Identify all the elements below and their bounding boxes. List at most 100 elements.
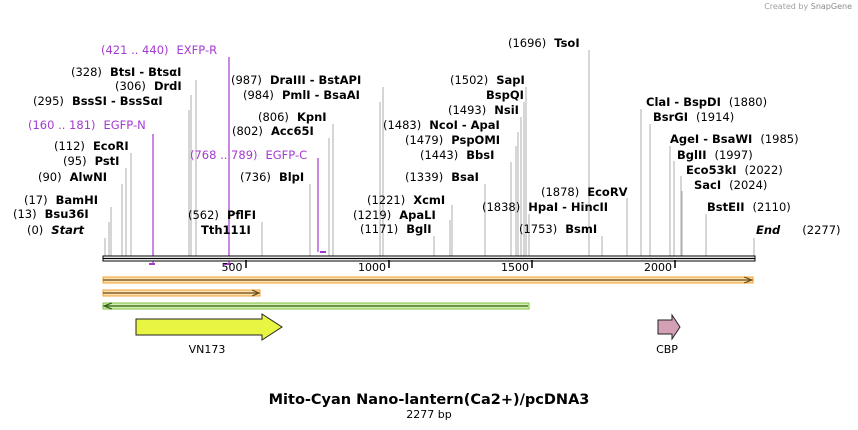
site-name: Bsu36I [45,207,89,221]
site-label-bsteii: BstEII (2110) [707,200,791,214]
site-pos: (1443) [420,148,458,162]
feature-cbp-label: CBP [656,343,678,356]
map-subtitle: 2277 bp [406,408,451,421]
site-label-sapi: (1502) SapI [450,73,525,87]
site-name: PflFI [227,208,256,222]
site-label-pflfi: (562) PflFI [188,208,256,222]
site-name: SacI [694,178,721,192]
site-pos: (1339) [405,170,443,184]
site-pos: (1880) [729,95,767,109]
site-name: BglI [406,222,431,236]
site-name: NcoI - ApaI [429,118,500,132]
site-name: BssSI - BssSαI [72,94,163,108]
site-name: BbsI [466,148,494,162]
site-label-tth111i: Tth111I [201,223,251,237]
site-label-kpni: (806) KpnI [258,110,327,124]
ruler-label-500: 500 [222,261,243,274]
primer-pos: (421 .. 440) [101,43,169,57]
site-label-pmli: (984) PmlI - BsaAI [243,88,360,102]
site-label-bsai: (1339)BsaI [405,170,479,184]
site-label-start: (0) Start [27,223,85,237]
site-label-ecorv: (1878)EcoRV [541,185,628,199]
site-name: Start [51,223,84,237]
site-labels: (0)Start (13)Bsu36I (17)BamHI (90)AlwNI … [13,36,841,237]
site-label-ncoi: (1483) NcoI - ApaI [383,118,500,132]
primer-label-egfp-n: (160 .. 181)EGFP-N [28,118,146,132]
site-label-xcmi: (1221)XcmI [367,193,445,207]
site-pos: (306) [115,79,146,93]
primer-pos: (768 .. 789) [190,148,258,162]
site-name: BglII [677,148,707,162]
site-pos: (1502) [450,73,488,87]
site-name: BlpI [279,170,304,184]
site-pos: (1753) [519,222,557,236]
site-pos: (90) [38,170,62,184]
site-name: End [756,223,781,237]
feature-vn173-label: VN173 [189,343,226,356]
site-name: SapI [496,73,525,87]
site-name: PspOMI [451,133,500,147]
site-label-bsu36i: (13)Bsu36I [13,207,89,221]
site-label-drdi: (306)DrdI [115,79,182,93]
site-pos: (2110) [753,200,791,214]
site-name: BamHI [56,193,98,207]
site-label-hpai: (1838) HpaI - HincII [482,200,608,214]
site-pos: (2024) [729,178,767,192]
site-pos: (736) [240,170,271,184]
site-pos: (1219) [353,208,391,222]
site-pos: (1985) [760,132,798,146]
site-name: HpaI - HincII [528,200,608,214]
site-pos: (1171) [360,222,398,236]
site-pos: (0) [27,223,43,237]
site-label-tsoi: (1696)TsoI [508,36,580,50]
site-pos: (987) [231,73,262,87]
site-lines [104,50,755,257]
site-label-clai: ClaI - BspDI (1880) [646,95,767,109]
site-pos: (95) [63,154,87,168]
site-name: DraIII - BstAPI [270,73,361,87]
site-name: AgeI - BsaWI [670,132,752,146]
site-name: BsrGI [653,110,688,124]
ruler-label-1500: 1500 [501,261,529,274]
site-pos: (2022) [745,163,783,177]
primer-name: EGFP-C [266,148,308,162]
site-label-bgli: (1171) BglI [360,222,431,236]
primer-label-exfp-r: (421 .. 440)EXFP-R [101,43,217,57]
site-pos: (1483) [383,118,421,132]
credit-prefix: Created by [764,2,809,11]
site-pos: (1914) [696,110,734,124]
snapgene-credit: Created by SnapGene [764,2,852,11]
site-label-bsmi: (1753) BsmI [519,222,597,236]
feature-vn173-arrow [135,313,283,341]
site-label-nsii: (1493)NsiI [448,103,519,117]
site-name: KpnI [297,110,327,124]
site-name: ClaI - BspDI [646,95,721,109]
site-pos: (806) [258,110,289,124]
site-name: BtsI - BtsαI [110,65,181,79]
site-pos: (1838) [482,200,520,214]
site-pos: (1221) [367,193,405,207]
orf-tracks [102,276,754,310]
ruler-label-2000: 2000 [644,261,672,274]
site-pos: (2277) [802,223,840,237]
primer-label-egfp-c: (768 .. 789) EGFP-C [190,148,307,162]
site-name: PmlI - BsaAI [282,88,360,102]
site-pos: (1479) [405,133,443,147]
site-label-acc65i: (802) Acc65I [232,124,314,138]
site-name: Acc65I [271,124,314,138]
site-label-bsssi: (295)BssSI - BssSαI [33,94,163,108]
site-pos: (562) [188,208,219,222]
site-label-bsrgi: BsrGI (1914) [653,110,734,124]
site-name: BsmI [565,222,597,236]
site-pos: (984) [243,88,274,102]
site-name: TsoI [554,36,579,50]
site-name: BstEII [707,200,745,214]
site-pos: (802) [232,124,263,138]
map-title: Mito-Cyan Nano-lantern(Ca2+)/pcDNA3 [269,392,590,408]
primer-marks [149,57,326,265]
site-name: EcoRI [93,139,129,153]
site-pos: (1493) [448,103,486,117]
site-label-agei: AgeI - BsaWI (1985) [670,132,799,146]
site-name: AlwNI [70,170,107,184]
